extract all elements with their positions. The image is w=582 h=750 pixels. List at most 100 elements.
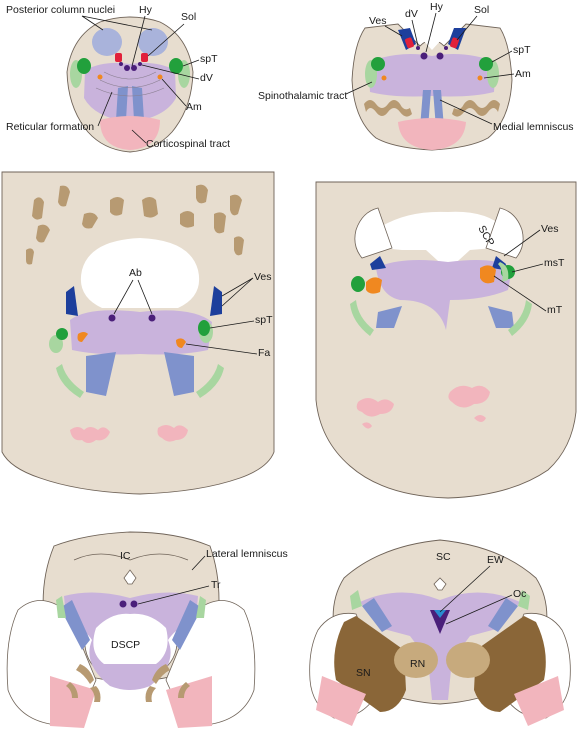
pyramid-midbrain-caudal-left [50, 676, 96, 728]
abducens-nucleus-left [108, 314, 116, 322]
spinothalamic-midbrain-rostral-left [350, 590, 362, 610]
medial-lemniscus-rostral [368, 54, 496, 97]
spinothalamic-rostral-pons-left [350, 300, 374, 336]
spinothalamic-rostral-pons-right [508, 300, 532, 336]
section-caudal-pons: Ab Ves spT Fa [1, 171, 275, 495]
vestibular-nucleus-rostral-pons-left [370, 256, 386, 270]
motor-trigeminal-light-right [498, 262, 509, 282]
corticospinal-pons-left [86, 352, 116, 396]
superior-cerebellar-peduncle-left [354, 207, 393, 259]
section-rostral-midbrain: SC EW Oc RN SN [309, 539, 571, 726]
edinger-westphal-nucleus [434, 610, 446, 618]
label-sn: SN [356, 667, 371, 679]
facial-nucleus-right [176, 338, 186, 348]
dorsal-vagal-rostral-right [444, 46, 448, 50]
red-nucleus-left [394, 642, 438, 678]
label-medial-lemniscus: Medial lemniscus [493, 121, 574, 133]
corticospinal-rostral-pons-right [488, 306, 514, 328]
corticospinal-midbrain-caudal-left [60, 600, 90, 650]
label-corticospinal-tract: Corticospinal tract [146, 138, 230, 150]
pyramid-midbrain-rostral-right [514, 676, 564, 726]
label-posterior-column-nuclei: Posterior column nuclei [6, 4, 115, 16]
solitary-nucleus-right [141, 53, 148, 62]
label-dv-rostral: dV [405, 8, 418, 20]
label-sol-caudal: Sol [181, 11, 196, 23]
pontine-fibers-midbrain-caudal [66, 664, 190, 702]
red-nucleus-right [446, 642, 490, 678]
corticospinal-midbrain-rostral-left [362, 598, 392, 632]
dscp-hole [93, 613, 168, 664]
label-spt-rostral: spT [513, 44, 531, 56]
label-am-rostral: Am [515, 68, 531, 80]
corticospinal-tract-caudal-left [116, 86, 128, 120]
label-sc: SC [436, 551, 451, 563]
motor-trigeminal-right [480, 265, 496, 284]
pyramid-rostral [398, 118, 466, 150]
superior-cerebellar-peduncle-right [485, 207, 524, 259]
pontine-nuclei-upper [26, 184, 244, 265]
pyramid-midbrain-rostral-left [316, 676, 366, 726]
label-mst: msT [544, 257, 565, 269]
label-spt-caudal: spT [200, 53, 218, 65]
hypoglossal-nucleus-rostral-left [420, 52, 428, 60]
vestibular-nucleus-pons-right [210, 286, 222, 316]
section-caudal-medulla: Posterior column nuclei Hy Sol spT dV Am… [6, 4, 230, 153]
spinal-trigeminal-nucleus-left [77, 58, 91, 74]
cerebral-aqueduct-rostral [433, 577, 447, 591]
label-ic: IC [120, 550, 131, 562]
nucleus-ambiguus-rostral-left [381, 75, 387, 81]
nucleus-ambiguus-right [157, 74, 163, 80]
solitary-nucleus-rostral-right [450, 37, 459, 49]
label-oc: Oc [513, 588, 526, 600]
label-dscp: DSCP [111, 639, 140, 651]
posterior-column-nuclei-left [92, 28, 122, 56]
spinal-trigeminal-pons-right [198, 320, 210, 336]
label-spinothalamic-tract: Spinothalamic tract [258, 90, 347, 102]
corticospinal-tract-caudal-right [132, 86, 144, 120]
abducens-nucleus-right [148, 314, 156, 322]
motor-trigeminal-left [366, 277, 382, 294]
substantia-nigra-left [334, 616, 406, 712]
label-tr: Tr [211, 579, 221, 591]
spinal-trigeminal-nucleus-rostral-right [479, 57, 493, 71]
cerebral-aqueduct-caudal [123, 569, 137, 585]
label-ves-rostral: Ves [369, 15, 387, 27]
nucleus-ambiguus-left [97, 74, 103, 80]
facial-nucleus-left [77, 332, 88, 342]
fourth-ventricle-rostral-pons [376, 211, 504, 270]
label-reticular-formation: Reticular formation [6, 121, 94, 133]
inferior-olive-right [452, 100, 500, 117]
posterior-column-nuclei-right [138, 28, 168, 56]
solitary-nucleus-left [115, 53, 122, 62]
oculomotor-nucleus [430, 610, 450, 634]
label-lateral-lemniscus: Lateral lemniscus [206, 548, 288, 560]
spinal-trigeminal-pons-left [56, 328, 68, 340]
corticospinal-pons-right [164, 352, 194, 396]
fourth-ventricle-pons [80, 238, 200, 308]
spinal-trigeminal-nucleus-rostral-left [371, 57, 385, 71]
solitary-nucleus-rostral-left [405, 37, 414, 49]
corticospinal-rostral-pons-left [376, 306, 402, 328]
spinothalamic-pons-left [56, 364, 84, 398]
dorsal-vagal-rostral-left [416, 46, 420, 50]
reticular-fibers [95, 71, 165, 97]
hypoglossal-nucleus-left [124, 65, 130, 71]
label-sol-rostral: Sol [474, 4, 489, 16]
trochlear-nucleus-right [130, 600, 138, 608]
label-dv-caudal: dV [200, 72, 213, 84]
main-sensory-trigeminal-left [351, 276, 365, 292]
section-rostral-pons: SCP Ves msT mT [315, 181, 577, 499]
nucleus-ambiguus-rostral-right [477, 75, 483, 81]
section-rostral-medulla: Ves dV Hy Sol spT Am Spinothalamic tract… [258, 1, 574, 151]
inferior-colliculus-outline [73, 553, 189, 561]
spinothalamic-pons-right [196, 364, 224, 398]
corticospinal-midbrain-rostral-right [488, 598, 518, 632]
trochlear-nucleus-left [119, 600, 127, 608]
inferior-olive-left [364, 100, 412, 117]
substantia-nigra-right [474, 616, 546, 712]
label-ew: EW [487, 554, 504, 566]
pontine-nuclei-rostral [356, 385, 490, 429]
hypoglossal-nucleus-right [131, 65, 137, 71]
label-am-caudal: Am [186, 101, 202, 113]
